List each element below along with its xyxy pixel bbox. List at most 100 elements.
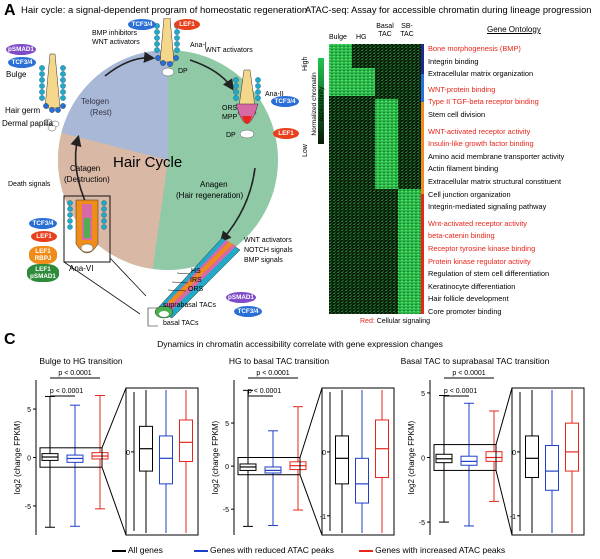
anagen-sub: (Hair regeneration) bbox=[176, 191, 244, 200]
catagen-sub: (Destruction) bbox=[64, 175, 110, 184]
go-term: Hair follicle development bbox=[428, 294, 509, 304]
subplot-title: Bulge to HG transition bbox=[39, 356, 122, 366]
go-term: beta-catenin binding bbox=[428, 231, 495, 241]
gene-ontology-list: Bone morphogenesis (BMP) Integrin binding… bbox=[428, 43, 564, 318]
ana2-follicle bbox=[233, 69, 261, 139]
go-term: Actin filament binding bbox=[428, 164, 499, 174]
zoom-connector bbox=[101, 387, 127, 448]
ana6-follicle bbox=[63, 195, 147, 315]
zoom-box-iqr bbox=[355, 457, 369, 504]
zoom-region bbox=[237, 457, 301, 476]
box-iqr bbox=[485, 451, 503, 462]
go-group-1: Bone morphogenesis (BMP) Integrin binding… bbox=[428, 43, 564, 81]
badge-lef1-psmad1: LEF1 pSMAD1 bbox=[27, 264, 59, 282]
go-term: Cell junction organization bbox=[428, 189, 511, 199]
atac-heatmap bbox=[329, 44, 421, 314]
hs-label: HS bbox=[191, 268, 201, 275]
group-bar-1 bbox=[421, 44, 424, 74]
colorbar-label: Normalized chromatin accessibility bbox=[311, 72, 325, 136]
zoom-box-iqr bbox=[335, 435, 349, 485]
col-basal-tac: Basal TAC bbox=[376, 23, 394, 38]
wnt-activators-text-1: WNT activators bbox=[92, 39, 140, 46]
go-term: Regulation of stem cell differentiation bbox=[428, 269, 550, 279]
dp-label-1: DP bbox=[178, 68, 188, 75]
legend-all: All genes bbox=[127, 545, 163, 555]
go-term: Type II TGF-beta receptor binding bbox=[428, 97, 539, 107]
ana2-label: Ana-II bbox=[265, 91, 284, 98]
go-term: Bone morphogenesis (BMP) bbox=[428, 44, 521, 53]
subplot-title: HG to basal TAC transition bbox=[229, 356, 330, 366]
zoom-box-iqr bbox=[565, 422, 579, 472]
zoom-box-iqr bbox=[159, 435, 173, 485]
go-term: Integrin-mediated signaling pathway bbox=[428, 202, 547, 212]
col-sb-tac: SB-TAC bbox=[400, 23, 414, 38]
legend-increased: Genes with increased ATAC peaks bbox=[375, 545, 506, 555]
catagen-label: Catagen bbox=[70, 164, 101, 173]
arrow-ana1-ana2 bbox=[189, 59, 234, 91]
badge-psmad1-1: pSMAD1 bbox=[6, 44, 36, 55]
box-iqr bbox=[460, 455, 478, 466]
zoom-box-iqr bbox=[525, 435, 539, 478]
anagen-label: Anagen bbox=[200, 180, 228, 189]
arrow-anagen bbox=[219, 167, 256, 243]
zoom-tick-label: -1 bbox=[510, 514, 516, 521]
y-tick-label: -5 bbox=[419, 520, 425, 527]
gene-ontology-header: Gene Ontology bbox=[487, 25, 541, 34]
zoom-box-iqr bbox=[545, 445, 559, 491]
telogen-follicle bbox=[39, 53, 66, 132]
dp-label-2: DP bbox=[226, 132, 236, 139]
hair-germ-label: Hair germ bbox=[5, 106, 41, 115]
go-term: WNT-protein binding bbox=[428, 84, 496, 94]
go-term: WNT-activated receptor activity bbox=[428, 126, 531, 136]
zoom-tick-label: 0 bbox=[322, 450, 326, 457]
hair-cycle-label: Hair Cycle bbox=[113, 154, 183, 171]
legend-swatch-increased bbox=[358, 549, 373, 552]
colorbar-high: High bbox=[302, 56, 309, 71]
zoom-tick-label: -1 bbox=[320, 514, 326, 521]
hair-cycle-diagram bbox=[39, 18, 278, 327]
group-bar-3 bbox=[421, 102, 424, 194]
colorbar-low: Low bbox=[302, 144, 309, 157]
go-term: Stem cell division bbox=[428, 109, 486, 119]
zoom-connector bbox=[495, 470, 513, 536]
sig-label: p < 0.0001 bbox=[444, 388, 477, 395]
footnote: Red: Cellular signaling bbox=[360, 318, 431, 325]
col-bulge: Bulge bbox=[329, 34, 347, 41]
panel-a-letter: A bbox=[4, 2, 16, 19]
y-tick-label: 5 bbox=[27, 407, 31, 414]
sig-label: p < 0.0001 bbox=[452, 370, 485, 377]
badge-tcf34-2: TCF3/4 bbox=[128, 19, 156, 30]
anagen-follicle bbox=[154, 237, 241, 319]
y-tick-label: -5 bbox=[25, 504, 31, 511]
bulge-label: Bulge bbox=[6, 70, 27, 79]
arrow-telogen-ana1 bbox=[104, 51, 156, 77]
telogen-label: Telogen bbox=[81, 97, 110, 106]
notch-signals-text: NOTCH signals bbox=[244, 247, 293, 254]
basal-tacs-label: basal TACs bbox=[163, 320, 199, 327]
go-term: Integrin binding bbox=[428, 56, 479, 66]
go-term: Keratinocyte differentiation bbox=[428, 281, 516, 291]
go-term: Protein kinase regulator activity bbox=[428, 256, 531, 266]
mpp-label: MPP bbox=[222, 114, 238, 121]
legend: All genes Genes with reduced ATAC peaks … bbox=[112, 545, 505, 555]
col-hg: HG bbox=[356, 34, 367, 41]
go-term: Insulin-like growth factor binding bbox=[428, 139, 534, 149]
y-tick-label: 5 bbox=[225, 421, 229, 428]
suprabasal-tacs-label: suprabasal TACs bbox=[163, 302, 217, 309]
go-term: Core promoter binding bbox=[428, 306, 502, 316]
zoom-tick-label: 0 bbox=[126, 450, 130, 457]
y-axis-label: log2 (change FPKM) bbox=[13, 420, 22, 494]
sig-label: p < 0.0001 bbox=[50, 388, 83, 395]
zoom-connector bbox=[299, 474, 323, 536]
y-tick-label: 0 bbox=[225, 464, 229, 471]
panel-c-letter: C bbox=[4, 331, 16, 348]
zoom-connector bbox=[299, 387, 323, 458]
sig-label: p < 0.0001 bbox=[256, 370, 289, 377]
dermal-papilla-label: Dermal papilla bbox=[2, 119, 54, 128]
telogen-sub: (Rest) bbox=[90, 108, 112, 117]
subplot-title: Basal TAC to suprabasal TAC transition bbox=[401, 356, 550, 366]
badge-lef1-3: LEF1 bbox=[31, 231, 57, 242]
